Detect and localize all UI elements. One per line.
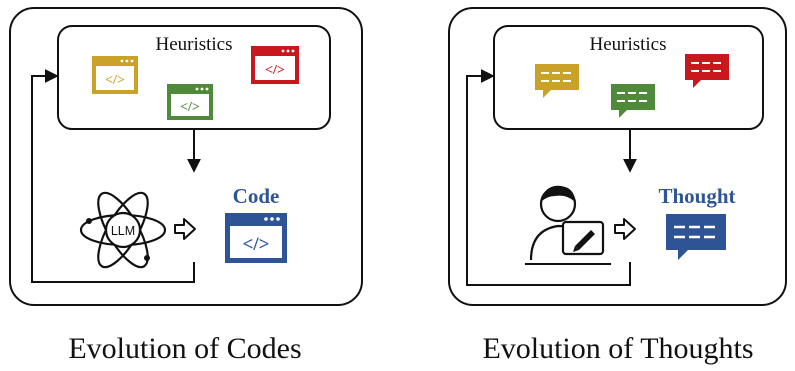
code-window-icon: </>: [167, 84, 213, 120]
left-heuristics-title: Heuristics: [155, 34, 232, 55]
right-caption: Evolution of Thoughts: [482, 332, 753, 365]
right-panel: Heuristics: [448, 7, 787, 365]
speech-bubble-icon: [535, 64, 579, 98]
svg-text:</>: </>: [105, 73, 125, 88]
svg-text:</>: </>: [243, 234, 270, 255]
code-window-icon: </>: [251, 46, 299, 84]
svg-text:</>: </>: [180, 100, 200, 115]
svg-text:</>: </>: [265, 63, 285, 78]
right-feedback-loop: [466, 69, 631, 286]
right-heuristics-title: Heuristics: [589, 34, 666, 55]
atom-icon: LLM: [79, 191, 167, 269]
left-feedback-loop: [31, 69, 195, 283]
hollow-right-arrow-icon: [614, 218, 636, 240]
left-caption: Evolution of Codes: [68, 332, 301, 365]
speech-bubble-icon: [685, 54, 729, 88]
left-panel: Heuristics </> </> </>: [9, 7, 363, 365]
person-at-laptop-icon: [525, 185, 611, 265]
hollow-right-arrow-icon: [174, 218, 196, 240]
speech-bubble-icon: [666, 214, 726, 260]
thought-output-label: Thought: [658, 184, 735, 208]
llm-label: LLM: [111, 224, 135, 238]
code-output-label: Code: [233, 184, 280, 208]
code-window-icon: </>: [225, 213, 287, 263]
left-outer-frame: [9, 7, 363, 306]
speech-bubble-icon: [611, 84, 655, 118]
right-outer-frame: [448, 7, 787, 306]
code-window-icon: </>: [92, 56, 138, 94]
